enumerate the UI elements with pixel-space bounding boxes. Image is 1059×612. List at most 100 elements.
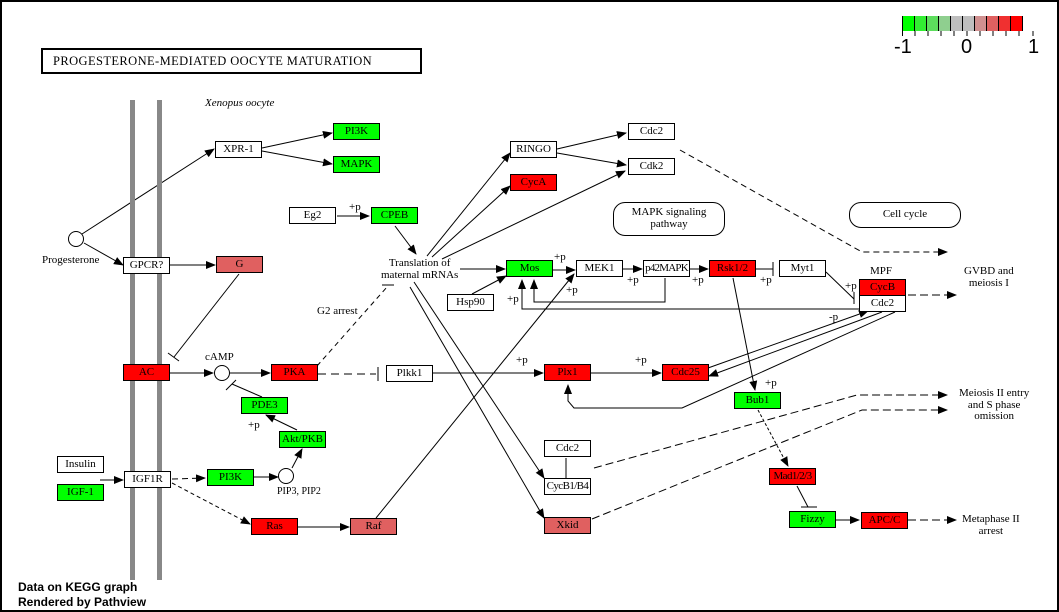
progesterone-compound[interactable] (68, 231, 84, 247)
gene-plx1[interactable]: Plx1 (544, 364, 591, 381)
gene-fizzy[interactable]: Fizzy (789, 511, 836, 528)
gene-cycb[interactable]: CycB (859, 279, 906, 296)
gene-pi3k-low[interactable]: PI3K (207, 469, 254, 486)
gene-raf[interactable]: Raf (350, 518, 397, 535)
edge-mpf-cdc25 (708, 311, 883, 377)
edge-mpf-plx1-feedback (564, 311, 896, 409)
edge-g-ac (173, 273, 240, 358)
gene-mapk-top[interactable]: MAPK (333, 156, 380, 173)
mod-mek1-p42: +p (627, 274, 639, 286)
gene-cdc2-mid[interactable]: Cdc2 (544, 440, 591, 457)
mod-eg2-cpeb: +p (349, 201, 361, 213)
gene-p42mapk[interactable]: p42MAPK (643, 260, 690, 277)
gene-cdc25[interactable]: Cdc25 (662, 364, 709, 381)
gene-igf1r[interactable]: IGF1R (124, 471, 171, 488)
gene-hsp90[interactable]: Hsp90 (447, 294, 494, 311)
pathway-mapk-line1: MAPK signaling (631, 206, 707, 219)
label-metaphase2-line1: Metaphase II (962, 513, 1020, 525)
gene-label: CycA (520, 176, 547, 188)
gene-ac[interactable]: AC (123, 364, 170, 381)
gene-xpr1[interactable]: XPR-1 (215, 141, 262, 158)
gene-cdc2-mpf[interactable]: Cdc2 (859, 295, 906, 312)
edge-translation-cycb1b4 (413, 281, 545, 479)
gene-label: PKA (283, 366, 306, 378)
mod-akt-pde3: +p (248, 419, 260, 431)
edge-progesterone-gpcr (83, 242, 124, 266)
gene-pka[interactable]: PKA (271, 364, 318, 381)
gene-plkk1[interactable]: Plkk1 (386, 365, 433, 382)
legend-swatch (987, 16, 999, 31)
gene-cyca[interactable]: CycA (510, 174, 557, 191)
edge-mad-fizzy (796, 485, 809, 508)
pathway-link-cellcycle[interactable]: Cell cycle (849, 202, 961, 228)
label-progesterone: Progesterone (42, 254, 100, 266)
mod-cdc25-mpf: -p (829, 311, 839, 323)
gene-gpcr[interactable]: GPCR? (123, 257, 170, 274)
gene-cdk2[interactable]: Cdk2 (628, 158, 675, 175)
gene-label: CycB1/B4 (546, 480, 589, 492)
edge-cdc2-gvbd (679, 149, 948, 256)
label-camp: cAMP (205, 351, 234, 363)
gene-rsk[interactable]: Rsk1/2 (709, 260, 756, 277)
gene-label: p42MAPK (645, 262, 688, 274)
mod-plkk1-plx1: +p (516, 354, 528, 366)
gene-label: XPR-1 (223, 143, 254, 155)
gene-cpeb[interactable]: CPEB (371, 207, 418, 224)
gene-label: Cdk2 (639, 160, 664, 172)
gene-label: Plkk1 (396, 367, 423, 379)
label-translation-line2: maternal mRNAs (381, 268, 459, 281)
legend-max-label: 1 (1028, 36, 1040, 58)
gene-myt1[interactable]: Myt1 (779, 260, 826, 277)
gene-label: Rsk1/2 (716, 262, 749, 274)
gene-cycb1b4[interactable]: CycB1/B4 (544, 478, 591, 495)
gene-g[interactable]: G (216, 256, 263, 273)
edge-cdc25-mpf (707, 310, 869, 369)
legend-swatch (915, 16, 927, 31)
edge-xpr1-pi3k (261, 130, 333, 149)
gene-label: CycB (869, 281, 896, 293)
gene-pi3k-top[interactable]: PI3K (333, 123, 380, 140)
edge-translation-cyca (431, 185, 511, 258)
gene-mek1[interactable]: MEK1 (576, 260, 623, 277)
gene-label: PDE3 (251, 399, 278, 411)
gene-mad[interactable]: Mad1/2/3 (769, 468, 816, 485)
gene-insulin[interactable]: Insulin (57, 456, 104, 473)
edge-igf1r-ras (171, 482, 251, 525)
gene-label: G (235, 258, 244, 270)
gene-pde3[interactable]: PDE3 (241, 397, 288, 414)
mod-mos-mek1: +p (554, 251, 566, 263)
label-pip: PIP3, PIP2 (277, 486, 321, 497)
edge-g-ac-bar (167, 352, 180, 362)
gene-ras[interactable]: Ras (251, 518, 298, 535)
gene-akt-pkb[interactable]: Akt/PKB (279, 431, 326, 448)
label-g2-arrest: G2 arrest (317, 305, 358, 317)
mod-mpf-mos: +p (507, 293, 519, 305)
label-gvbd: GVBD and meiosis I (964, 265, 1014, 289)
gene-igf1[interactable]: IGF-1 (57, 484, 104, 501)
pip-compound[interactable] (278, 468, 294, 484)
gene-label: Ras (266, 520, 283, 532)
gene-ringo[interactable]: RINGO (510, 141, 557, 158)
gene-label: Raf (365, 520, 382, 532)
label-meiosis2-line3: omission (974, 410, 1014, 423)
gene-xkid[interactable]: Xkid (544, 517, 591, 534)
gene-label: MEK1 (584, 262, 615, 274)
edge-myt1-mpf (825, 271, 855, 300)
edge-ringo-cdk2 (556, 152, 627, 168)
gene-label: Eg2 (303, 209, 322, 221)
legend-swatch (951, 16, 963, 31)
gene-label: Plx1 (557, 366, 578, 378)
gene-apcc[interactable]: APC/C (861, 512, 908, 529)
gene-eg2[interactable]: Eg2 (289, 207, 336, 224)
gene-cdc2-top[interactable]: Cdc2 (628, 123, 675, 140)
membrane-line-inner (157, 100, 162, 580)
gene-label: RINGO (516, 143, 551, 155)
camp-compound[interactable] (214, 365, 230, 381)
gene-label: APC/C (868, 514, 901, 526)
gene-mos[interactable]: Mos (506, 260, 553, 277)
gene-bub1[interactable]: Bub1 (734, 392, 781, 409)
label-translation-line1: Translation of (388, 257, 451, 269)
